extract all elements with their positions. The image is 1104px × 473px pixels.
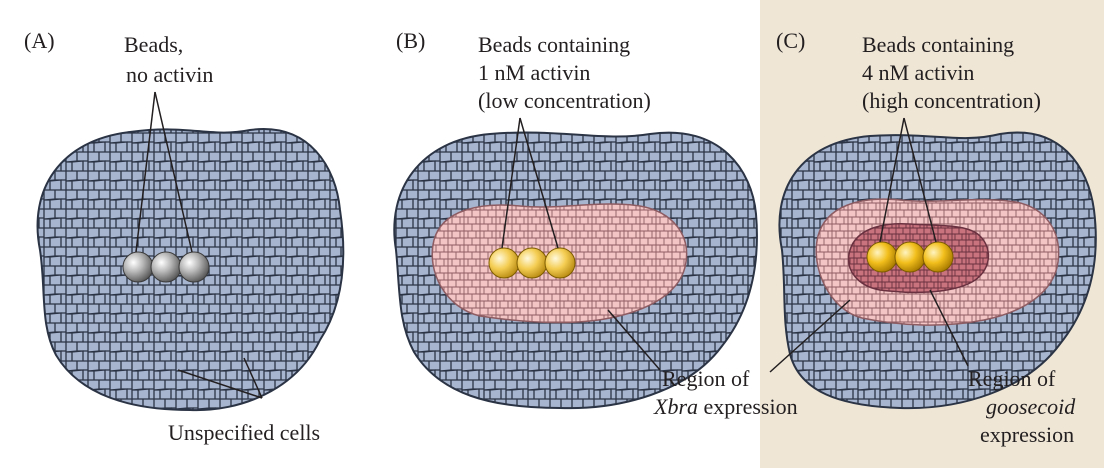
panel-a-bead-3 xyxy=(179,252,209,282)
panel-c-label-line1: Beads containing xyxy=(862,32,1014,57)
goosecoid-expression-word: expression xyxy=(980,422,1074,447)
panel-c-bead-3 xyxy=(923,242,953,272)
panel-a-label-line1: Beads, xyxy=(124,32,183,57)
goosecoid-gene-name: goosecoid xyxy=(986,394,1076,419)
xbra-region-label: Region of xyxy=(662,366,750,391)
unspecified-cells-label: Unspecified cells xyxy=(168,420,320,445)
panel-b-label-line2: 1 nM activin xyxy=(478,60,590,85)
panel-c-label-line2: 4 nM activin xyxy=(862,60,974,85)
panel-c-bead-2 xyxy=(895,242,925,272)
panel-c-tag: (C) xyxy=(776,28,805,53)
panel-b-bead-1 xyxy=(489,248,519,278)
xbra-expression-word: expression xyxy=(704,394,798,419)
panel-c-bead-1 xyxy=(867,242,897,272)
goosecoid-region-label: Region of xyxy=(968,366,1056,391)
panel-b-bead-2 xyxy=(517,248,547,278)
panel-c-label-line3: (high concentration) xyxy=(862,88,1041,113)
panel-b-label-line3: (low concentration) xyxy=(478,88,651,113)
panel-a-bead-2 xyxy=(151,252,181,282)
xbra-gene-name: Xbra xyxy=(653,394,698,419)
panel-a-tag: (A) xyxy=(24,28,55,53)
panel-a-label-line2: no activin xyxy=(126,62,213,87)
panel-a-bead-1 xyxy=(123,252,153,282)
panel-b-bead-3 xyxy=(545,248,575,278)
panel-a-embryo xyxy=(38,129,344,410)
panel-b-tag: (B) xyxy=(396,28,425,53)
xbra-expression-line: Xbra expression xyxy=(653,394,798,419)
panel-b-label-line1: Beads containing xyxy=(478,32,630,57)
